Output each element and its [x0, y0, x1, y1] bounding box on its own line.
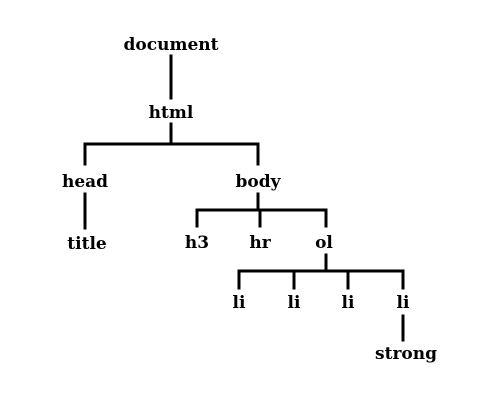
node-hr: hr: [249, 233, 271, 253]
node-h3: h3: [185, 233, 209, 253]
node-li-1: li: [233, 293, 246, 313]
tree-nodes: document html head body title h3 hr ol l…: [62, 35, 437, 364]
node-body: body: [236, 172, 282, 192]
node-li-3: li: [342, 293, 355, 313]
node-li-2: li: [288, 293, 301, 313]
node-document: document: [124, 35, 219, 55]
node-title: title: [67, 234, 107, 254]
node-head: head: [62, 172, 108, 192]
node-strong: strong: [375, 344, 437, 364]
edge-html-children: [83, 122, 260, 166]
node-html: html: [149, 103, 194, 123]
node-ol: ol: [315, 233, 333, 253]
tree-edges: [83, 54, 405, 342]
edge-body-children: [195, 192, 328, 228]
edge-ol-children: [237, 253, 405, 290]
node-li-4: li: [397, 293, 410, 313]
